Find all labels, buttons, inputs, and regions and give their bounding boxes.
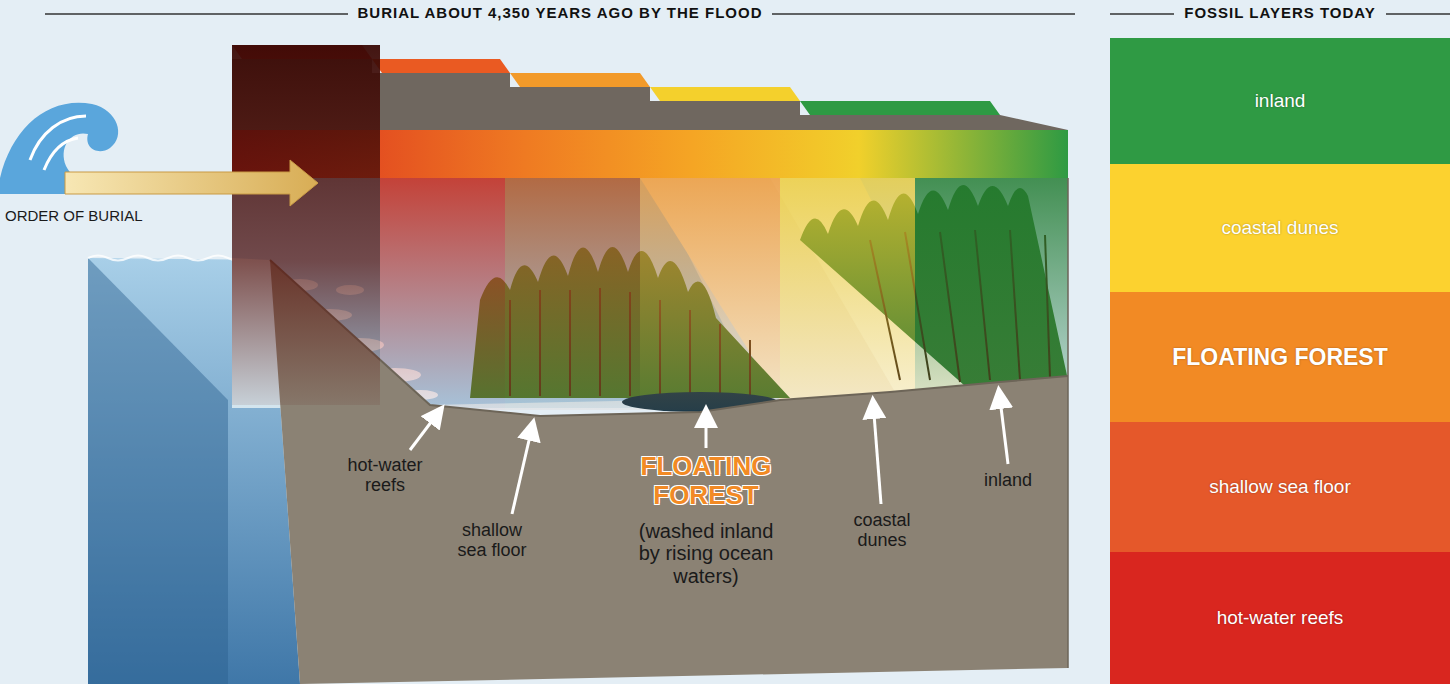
zone-note: (washed inland by rising ocean waters) — [634, 520, 778, 587]
stepped-layer-tops-part — [232, 45, 380, 405]
column-heading: FOSSIL LAYERS TODAY — [1174, 5, 1386, 22]
fossil-layer-band: coastal dunes — [1110, 164, 1450, 292]
zone-label: inland — [984, 470, 1032, 490]
band-label: shallow sea floor — [1209, 476, 1351, 498]
order-arrow — [65, 160, 318, 206]
stepped-layer-tops-part — [800, 101, 1000, 115]
zone-label: shallow sea floor — [448, 520, 536, 560]
zone-label: hot-water reefs — [338, 455, 433, 495]
stepped-layer-tops-part — [650, 87, 800, 101]
stepped-layer-tops-part — [510, 73, 650, 87]
ground-block-part — [270, 260, 1068, 416]
fossil-layer-band: hot-water reefs — [1110, 552, 1450, 684]
deep-ocean-part — [88, 258, 228, 684]
stepped-layer-tops — [232, 45, 1068, 405]
ground-block-part — [1067, 178, 1069, 668]
band-label: hot-water reefs — [1217, 607, 1344, 629]
leader-arrows — [410, 391, 1008, 514]
zone-label-highlight: FLOATING FOREST — [621, 452, 791, 510]
sediment-columns — [380, 178, 1068, 410]
zone-label: coastal dunes — [840, 510, 924, 550]
diagram-title: BURIAL ABOUT 4,350 YEARS AGO BY THE FLOO… — [348, 5, 773, 22]
ground-block-part — [270, 260, 1068, 684]
sediment-columns-part — [380, 178, 505, 410]
fossil-layer-band: FLOATING FOREST — [1110, 292, 1450, 422]
leader-arrows-part — [999, 391, 1008, 464]
band-label: FLOATING FOREST — [1172, 344, 1388, 371]
order-arrow-part — [65, 160, 318, 206]
stepped-layer-tops-part — [372, 59, 510, 73]
sediment-columns-part — [915, 178, 1068, 410]
sediment-columns-part — [505, 178, 640, 410]
ground-block — [270, 178, 1068, 684]
wave-icon-part — [30, 116, 86, 170]
leader-arrows-part — [410, 409, 441, 450]
fossil-layer-band: inland — [1110, 38, 1450, 164]
sediment-columns-part — [640, 178, 780, 410]
band-label: inland — [1255, 90, 1306, 112]
sediment-columns-part — [780, 178, 915, 410]
leader-arrows-part — [705, 410, 708, 448]
arrow-caption: ORDER OF BURIAL — [5, 208, 143, 225]
band-label: coastal dunes — [1221, 217, 1338, 239]
fossil-layer-band: shallow sea floor — [1110, 422, 1450, 552]
leader-arrows-part — [873, 401, 881, 504]
leader-arrows-part — [512, 423, 533, 514]
